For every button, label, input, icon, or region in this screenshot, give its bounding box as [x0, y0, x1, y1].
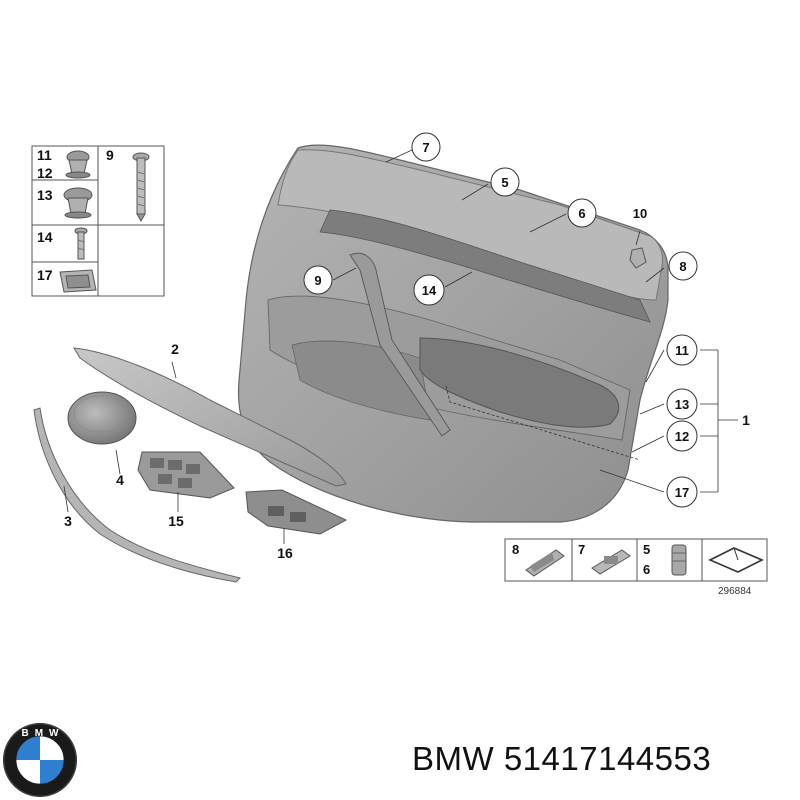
- reference-number: 296884: [718, 586, 752, 597]
- table-label-14: 14: [37, 229, 53, 245]
- legend-clip-8-icon: [525, 549, 565, 577]
- table-label-13: 13: [37, 187, 53, 203]
- callout-16: 16: [277, 545, 293, 561]
- svg-text:11: 11: [675, 343, 689, 358]
- part-4-speaker-cover: [67, 391, 137, 445]
- callout-11: 11: [666, 334, 698, 366]
- svg-text:6: 6: [578, 206, 585, 221]
- callout-6: 6: [567, 198, 597, 228]
- callout-9: 9: [303, 265, 333, 295]
- door-trim-panel: [237, 144, 669, 523]
- callout-5: 5: [490, 167, 520, 197]
- part-16-switch-panel: [245, 489, 348, 535]
- svg-text:7: 7: [422, 140, 429, 155]
- bmw-logo: BMW: [3, 723, 77, 797]
- table-label-17: 17: [37, 267, 53, 283]
- table-label-12: 12: [37, 165, 53, 181]
- callout-10: 10: [633, 206, 647, 221]
- part-15-switch-block: [137, 451, 235, 499]
- table-label-11: 11: [37, 147, 52, 163]
- callout-1: 1: [742, 412, 750, 428]
- legend-box: 8 7 5 6 296884: [504, 538, 768, 597]
- legend-label-7: 7: [578, 542, 585, 557]
- callout-4: 4: [116, 472, 124, 488]
- part-10-clip: [629, 247, 647, 269]
- clip-17-icon: [59, 269, 97, 293]
- legend-label-5: 5: [643, 542, 650, 557]
- callout-15: 15: [168, 513, 184, 529]
- callout-3: 3: [64, 513, 72, 529]
- part-2-trim-strip: [73, 347, 347, 487]
- legend-label-8: 8: [512, 542, 519, 557]
- legend-clip-5-6-icon: [671, 544, 687, 576]
- callout-14: 14: [413, 274, 445, 306]
- leader-lines: [63, 149, 738, 544]
- callout-13: 13: [666, 388, 698, 420]
- screw-9-icon: [132, 152, 150, 223]
- table-label-9: 9: [106, 147, 114, 163]
- svg-text:10: 10: [633, 206, 647, 221]
- svg-text:12: 12: [675, 429, 689, 444]
- callout-8: 8: [668, 251, 698, 281]
- brand-name: BMW: [412, 740, 495, 777]
- part-caption: BMW 51417144553: [412, 740, 711, 778]
- legend-label-6: 6: [643, 562, 650, 577]
- legend-arrow-icon: [708, 547, 764, 573]
- callout-7: 7: [411, 132, 441, 162]
- callout-2: 2: [171, 341, 179, 357]
- svg-text:8: 8: [679, 259, 686, 274]
- logo-lettering: BMW: [22, 728, 65, 739]
- screw-14-icon: [74, 227, 88, 260]
- svg-text:14: 14: [422, 283, 437, 298]
- svg-text:13: 13: [675, 397, 689, 412]
- svg-text:9: 9: [314, 273, 321, 288]
- fastener-table: 11 12 9 13 14 17: [31, 145, 165, 297]
- legend-clip-7-icon: [591, 549, 631, 575]
- clip-11-12-icon: [65, 150, 91, 179]
- svg-text:17: 17: [675, 485, 689, 500]
- svg-text:5: 5: [501, 175, 508, 190]
- callout-12: 12: [666, 420, 698, 452]
- callout-17: 17: [666, 476, 698, 508]
- clip-13-icon: [63, 187, 93, 219]
- part-number: 51417144553: [503, 740, 712, 777]
